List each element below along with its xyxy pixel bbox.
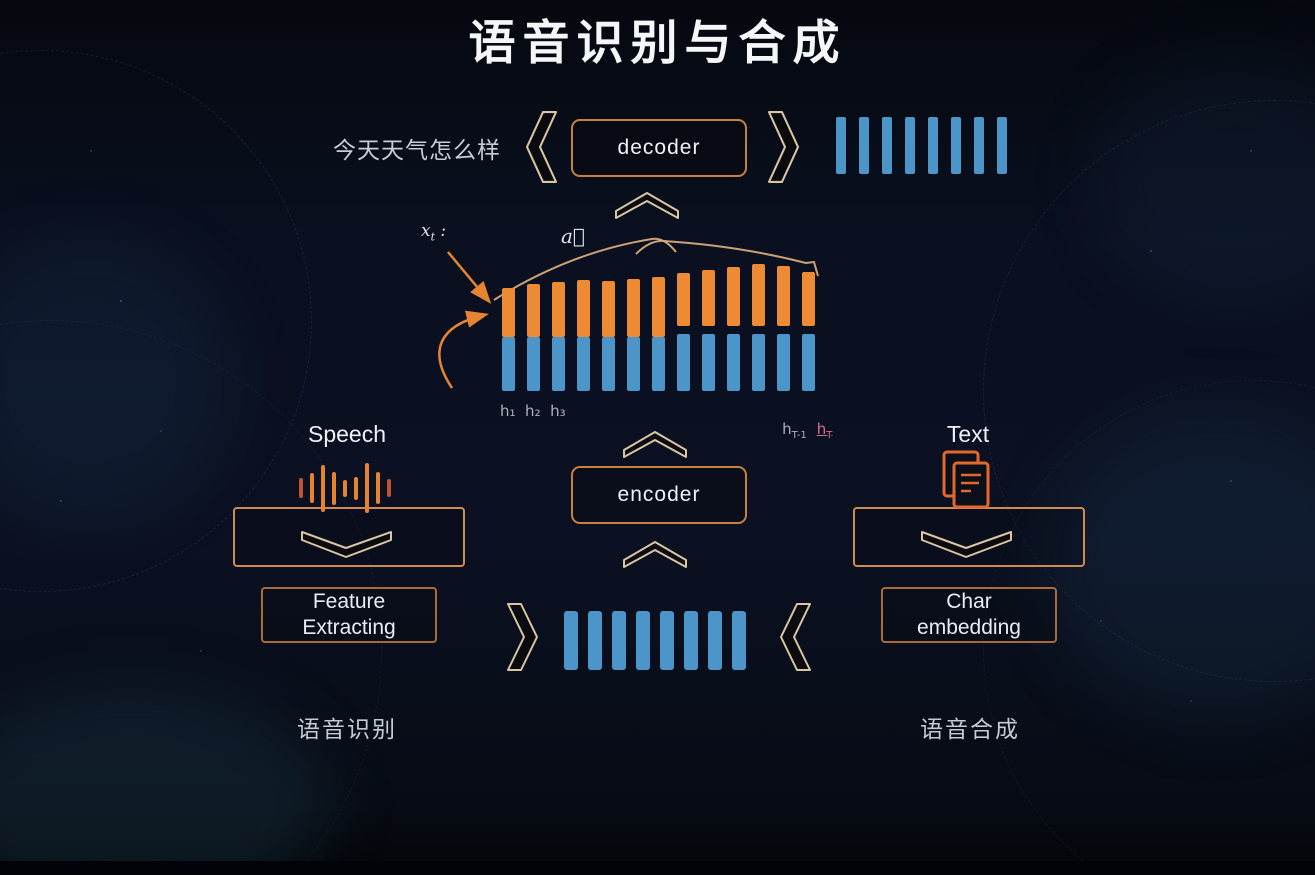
recognized-text: 今天天气怎么样: [333, 137, 501, 163]
feature-line-2: Extracting: [302, 616, 396, 639]
hidden-state-labels-right: hT-1 hT: [763, 402, 832, 459]
decoder-box: decoder: [571, 119, 747, 177]
h-label-prev: hT-1: [782, 420, 807, 441]
document-icon: [942, 450, 990, 509]
chevron-left-icon: [780, 603, 811, 671]
attention-envelope-right: [635, 239, 819, 277]
up-chevron-icon: [623, 431, 687, 458]
tts-caption: 语音合成: [920, 716, 1020, 742]
encoder-box: encoder: [571, 466, 747, 524]
background-glow: [1095, 60, 1315, 300]
decoder-output-bars: [836, 117, 1007, 174]
hidden-state-labels-left: h₁ h₂ h₃: [500, 402, 566, 420]
attention-bars: [502, 264, 815, 391]
up-chevron-icon: [623, 541, 687, 568]
x-t-label: xt :: [421, 221, 447, 244]
encoder-input-bars: [564, 611, 746, 670]
feature-line-1: Feature: [312, 590, 386, 613]
attention-vector-label: a⃗: [561, 224, 585, 248]
curved-arrow-to-bar: [438, 310, 489, 389]
bottom-black-strip: [0, 861, 1315, 875]
asr-caption: 语音识别: [297, 716, 397, 742]
speech-input-box: [233, 507, 465, 567]
char-line-1: Char: [946, 590, 992, 613]
background-dots: [0, 0, 2, 2]
decoder-label: decoder: [617, 136, 701, 159]
down-chevron-icon: [921, 531, 1012, 558]
up-chevron-icon: [615, 192, 679, 219]
chevron-right-icon: [507, 603, 538, 671]
page-title: 语音识别与合成: [468, 16, 847, 69]
encoder-label: encoder: [617, 483, 701, 506]
h-label-last: hT: [816, 420, 833, 441]
chevron-right-icon: [768, 111, 799, 183]
background-glow: [1045, 410, 1315, 720]
feature-extracting-box: Feature Extracting: [261, 587, 437, 643]
attention-curves: [438, 237, 819, 389]
waveform-icon: [299, 462, 391, 514]
text-title: Text: [946, 421, 990, 447]
speech-title: Speech: [307, 421, 386, 447]
background-glow: [0, 240, 230, 520]
down-chevron-icon: [301, 531, 392, 558]
char-line-2: embedding: [917, 616, 1021, 639]
attention-envelope-left: [493, 237, 677, 301]
arrow-to-bar-top: [447, 251, 492, 304]
chevron-left-icon: [526, 111, 557, 183]
char-embedding-box: Char embedding: [881, 587, 1057, 643]
